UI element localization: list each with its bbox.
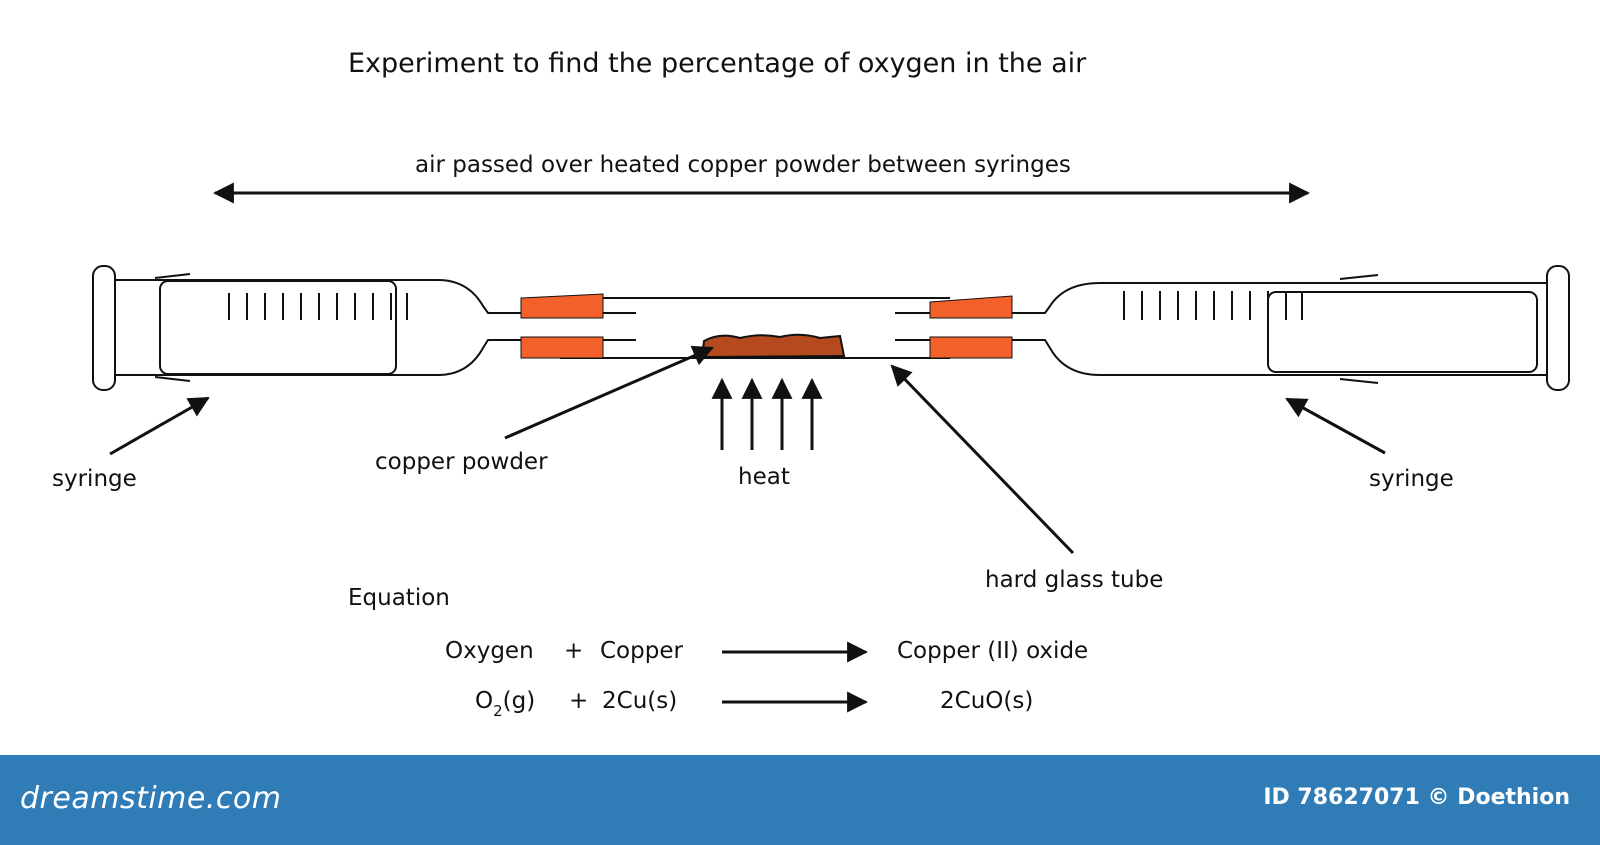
- pointer-hard-glass-tube: [890, 364, 1075, 555]
- o2-subscript: 2: [493, 702, 503, 720]
- air-flow-label: air passed over heated copper powder bet…: [415, 152, 1071, 178]
- pointer-copper-powder: [504, 345, 714, 440]
- syringe-left-scale: [228, 293, 408, 320]
- equation-heading: Equation: [348, 585, 450, 611]
- equation-symbol-copper: 2Cu(s): [602, 688, 677, 714]
- syringe-right-edge-marks: [1339, 274, 1379, 384]
- equation-word-plus: +: [564, 638, 583, 664]
- label-syringe-right: syringe: [1369, 466, 1454, 492]
- footer-bar: dreamstime.com ID 78627071 © Doethion: [0, 755, 1600, 845]
- copper-powder: [700, 333, 846, 359]
- stopper-left-bottom: [520, 336, 604, 359]
- syringe-left-flange: [92, 265, 116, 391]
- pointer-syringe-left: [109, 396, 210, 456]
- equation-word-copper: Copper: [600, 638, 683, 664]
- syringe-left-barrel-top: [115, 279, 636, 314]
- label-syringe-left: syringe: [52, 466, 137, 492]
- equation-word-oxygen: Oxygen: [445, 638, 534, 664]
- equation-word-product: Copper (II) oxide: [897, 638, 1088, 664]
- syringe-right-flange: [1546, 265, 1570, 391]
- stopper-left-top: [520, 293, 604, 319]
- stopper-right-bottom: [929, 336, 1013, 359]
- syringe-right-barrel-bottom: [895, 339, 1547, 376]
- syringe-left-plunger: [159, 280, 397, 375]
- syringe-left-barrel-bottom: [115, 339, 636, 376]
- label-heat: heat: [738, 464, 790, 490]
- equation-symbol-product: 2CuO(s): [940, 688, 1033, 714]
- image-credit: ID 78627071 © Doethion: [1263, 785, 1570, 810]
- pointer-syringe-right: [1285, 397, 1386, 455]
- o2-state: (g): [503, 688, 536, 714]
- label-copper-powder: copper powder: [375, 449, 548, 475]
- syringe-left: [92, 265, 636, 391]
- syringe-right-barrel-top: [895, 282, 1547, 314]
- syringe-right-scale: [1123, 291, 1303, 320]
- hard-glass-tube: [560, 297, 950, 359]
- diagram-title: Experiment to find the percentage of oxy…: [348, 48, 1087, 79]
- syringe-right: [895, 265, 1570, 391]
- syringe-left-edge-marks: [154, 273, 191, 382]
- brand-logo[interactable]: dreamstime.com: [20, 781, 282, 816]
- heat-arrows: [711, 377, 823, 450]
- o2-base: O: [475, 688, 493, 714]
- stopper-right-top: [929, 295, 1013, 319]
- equation-symbol-o2: O2(g): [475, 688, 535, 720]
- syringe-right-plunger: [1267, 291, 1538, 373]
- label-hard-glass-tube: hard glass tube: [985, 567, 1163, 593]
- equation-symbol-plus: +: [569, 688, 588, 714]
